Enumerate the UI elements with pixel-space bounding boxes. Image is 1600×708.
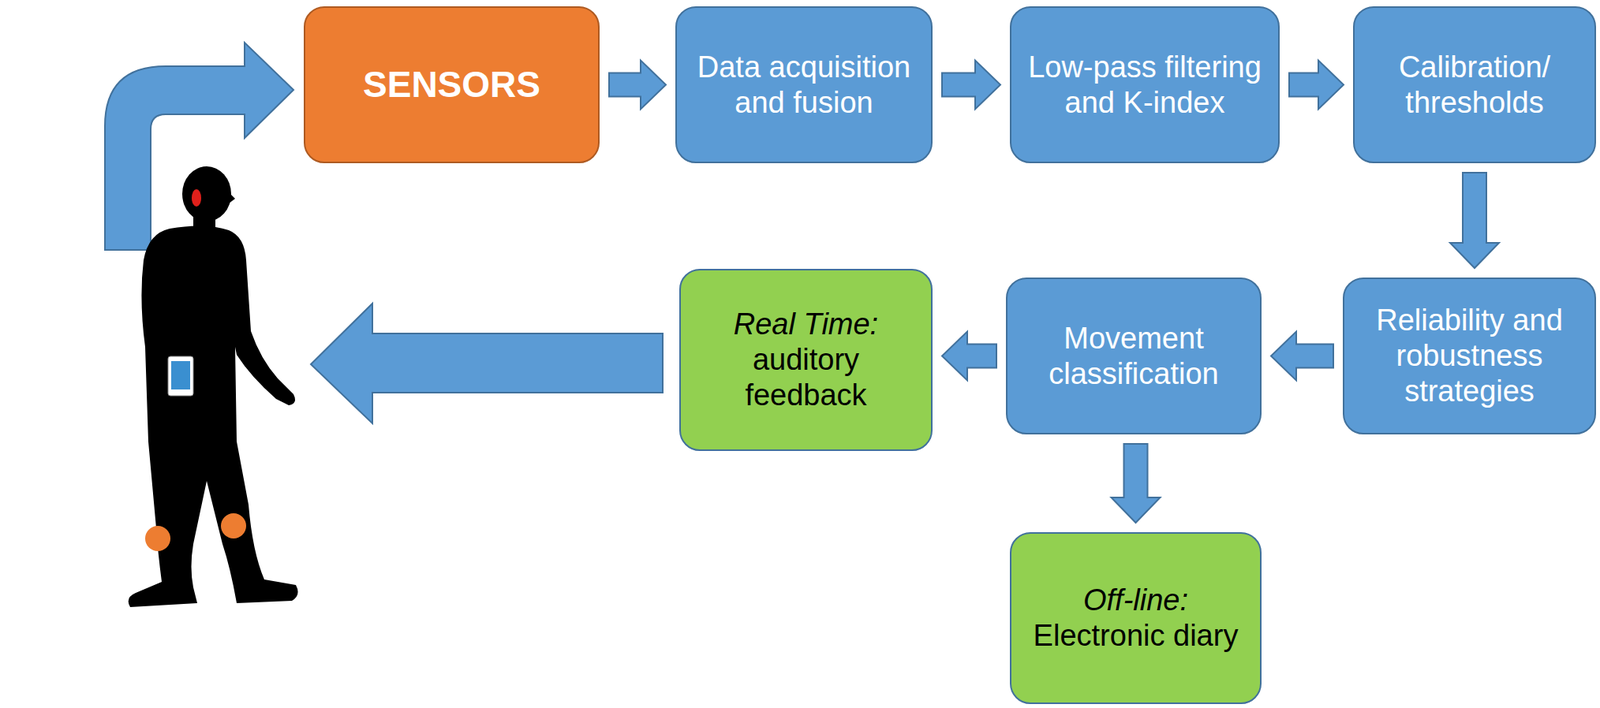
flow-arrow	[1450, 172, 1500, 269]
arrow-shape	[1289, 60, 1344, 110]
sensor-box: SENSORS	[303, 6, 600, 164]
process-box: Reliability and robustness strategies	[1342, 277, 1597, 435]
output-box: Off-line:Electronic diary	[1009, 532, 1262, 705]
process-box: Calibration/ thresholds	[1353, 6, 1597, 164]
arrow-shape	[1450, 172, 1500, 269]
person-silhouette	[128, 166, 299, 608]
box-label: Low-pass filtering and K-index	[1022, 49, 1268, 121]
flow-arrow	[1271, 332, 1334, 382]
box-heading: Off-line:	[1083, 583, 1189, 619]
arrow-shape	[1271, 332, 1334, 382]
box-label: SENSORS	[362, 63, 541, 106]
process-box: Data acquisition and fusion	[675, 6, 933, 164]
flow-arrow	[1111, 444, 1161, 524]
head-sensor	[191, 189, 202, 207]
feedback-loop-arrow	[104, 42, 294, 251]
knee-sensor	[220, 513, 247, 539]
box-label: auditory feedback	[691, 342, 920, 414]
flow-arrow	[942, 60, 1001, 110]
knee-sensor	[145, 526, 171, 552]
box-label: Reliability and robustness strategies	[1355, 302, 1584, 409]
process-box: Low-pass filtering and K-index	[1009, 6, 1280, 164]
flow-arrow	[609, 60, 666, 110]
arrow-shape	[942, 332, 997, 382]
box-label: Movement classification	[1018, 321, 1249, 393]
output-box: Real Time:auditory feedback	[679, 269, 933, 452]
feedback-arrow	[310, 303, 663, 424]
flow-arrow	[1289, 60, 1344, 110]
process-box: Movement classification	[1005, 277, 1262, 435]
arrow-shape	[942, 60, 1001, 110]
box-label: Calibration/ thresholds	[1365, 49, 1584, 121]
box-heading: Real Time:	[733, 306, 879, 343]
arrow-shape	[1111, 444, 1161, 524]
box-label: Data acquisition and fusion	[687, 49, 920, 121]
box-label: Electronic diary	[1033, 618, 1239, 655]
arrow-shape	[609, 60, 666, 110]
flow-arrow	[942, 332, 997, 382]
smartphone	[168, 356, 194, 397]
